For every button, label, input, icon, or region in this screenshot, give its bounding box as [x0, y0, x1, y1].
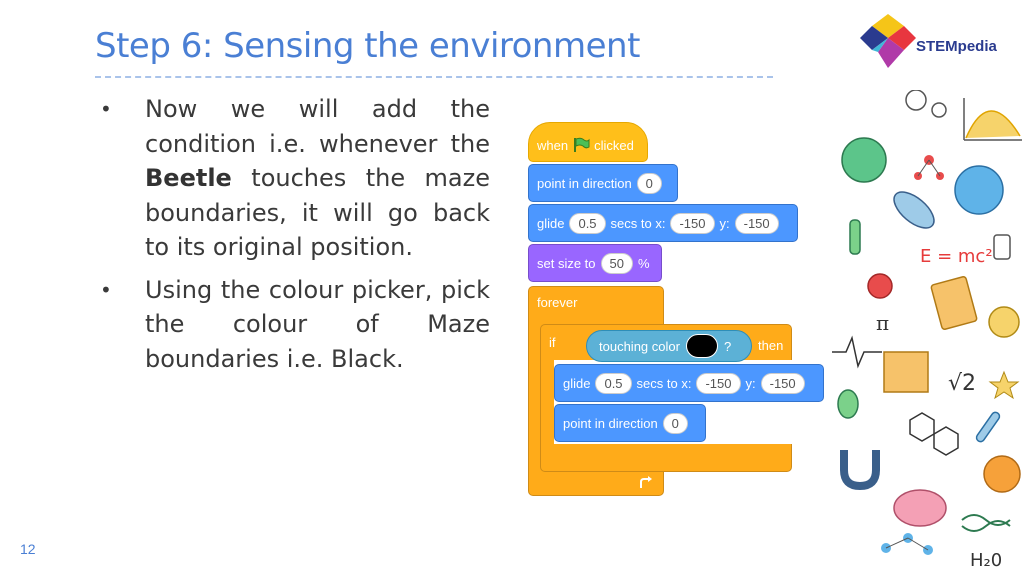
y-label: y:: [719, 215, 730, 231]
thermometer-icon: [975, 411, 1001, 443]
y-input[interactable]: -150: [734, 212, 779, 234]
apple-icon: [867, 273, 893, 299]
if-label: if: [549, 335, 556, 350]
science-doodles: E = mc² π √2: [832, 90, 1022, 570]
direction-input[interactable]: 0: [636, 172, 662, 194]
atom-chain-icon: [881, 533, 933, 555]
point-in-direction-label: point in direction: [563, 415, 658, 431]
book-icon: [930, 276, 978, 330]
test-tube-icon: [849, 219, 861, 255]
microbe-icon: [905, 90, 947, 118]
bullet-text-pre: Now we will add the condition i.e. whene…: [145, 95, 490, 158]
x-input[interactable]: -150: [670, 212, 715, 234]
color-swatch[interactable]: [685, 334, 718, 358]
bullet-item: • Using the colour picker, pick the colo…: [100, 273, 490, 377]
slide-title: Step 6: Sensing the environment: [95, 26, 640, 66]
h2o-text: H₂0: [970, 550, 1002, 570]
molecule-icon: [914, 155, 944, 180]
bulb-icon: [988, 306, 1020, 338]
hexagon-molecule-icon: [909, 412, 959, 456]
y-label: y:: [745, 375, 756, 391]
star-icon: [988, 370, 1020, 400]
bullet-text-pre: Using the colour picker, pick the colour…: [145, 275, 490, 373]
secs-to-x-label: secs to x:: [610, 215, 666, 231]
bullet-item: • Now we will add the condition i.e. whe…: [100, 92, 490, 265]
direction-input[interactable]: 0: [662, 412, 688, 434]
pi-text: π: [876, 311, 889, 335]
touching-color-label: touching color: [599, 338, 680, 354]
stempedia-logo: [858, 12, 1018, 70]
title-divider: [95, 76, 773, 78]
leaf-icon: [837, 389, 859, 419]
bullet-text-bold: Beetle: [145, 164, 232, 192]
forever-label: forever: [537, 295, 578, 310]
then-label: then: [758, 338, 784, 353]
bullet-dot-icon: •: [100, 277, 112, 302]
sqrt-text: √2: [948, 371, 976, 396]
green-flag-icon: [574, 137, 590, 152]
abacus-icon: [883, 351, 929, 393]
x-input[interactable]: -150: [696, 372, 741, 394]
percent-label: %: [638, 255, 650, 271]
touching-color-block[interactable]: touching color ?: [586, 330, 752, 362]
bullet-list: • Now we will add the condition i.e. whe…: [100, 92, 490, 384]
when-label: when: [537, 137, 569, 153]
set-size-block[interactable]: set size to 50 %: [528, 244, 662, 282]
loop-arrow-icon: [640, 476, 652, 488]
formula-text: E = mc²: [920, 246, 993, 267]
point-in-direction-label: point in direction: [537, 175, 632, 191]
glide-block[interactable]: glide 0.5 secs to x: -150 y: -150: [528, 204, 798, 242]
set-size-label: set size to: [537, 255, 596, 271]
y-input[interactable]: -150: [760, 372, 805, 394]
dna-icon: [961, 514, 1011, 532]
size-input[interactable]: 50: [600, 252, 633, 274]
bullet-text-post: touches the maze boundaries, it will go …: [145, 164, 490, 261]
bullet-dot-icon: •: [100, 97, 112, 121]
secs-to-x-label: secs to x:: [636, 375, 692, 391]
rocket-icon: [893, 191, 935, 229]
glide-secs-input[interactable]: 0.5: [595, 372, 632, 394]
stempedia-logo-icon: [860, 14, 916, 68]
question-label: ?: [723, 338, 732, 354]
point-in-direction-block[interactable]: point in direction 0: [528, 164, 678, 202]
glide-block-inner[interactable]: glide 0.5 secs to x: -150 y: -150: [554, 364, 824, 402]
glide-secs-input[interactable]: 0.5: [569, 212, 606, 234]
glide-label: glide: [563, 375, 591, 391]
glide-label: glide: [537, 215, 565, 231]
brain-icon: [893, 489, 947, 527]
planet-icon: [983, 455, 1021, 493]
globe-icon: [841, 137, 1004, 215]
page-number: 12: [20, 541, 36, 557]
graph-icon: [963, 98, 1022, 141]
scratch-script: forever if when clicked point in directi…: [526, 108, 826, 500]
point-in-direction-block-inner[interactable]: point in direction 0: [554, 404, 706, 442]
plug-icon: [993, 234, 1011, 260]
clicked-label: clicked: [594, 137, 634, 153]
stempedia-logo-text: STEMpedia: [916, 38, 997, 55]
magnet-icon: [840, 450, 880, 491]
when-flag-clicked-block[interactable]: when clicked: [528, 122, 648, 162]
pulse-icon: [832, 335, 882, 369]
